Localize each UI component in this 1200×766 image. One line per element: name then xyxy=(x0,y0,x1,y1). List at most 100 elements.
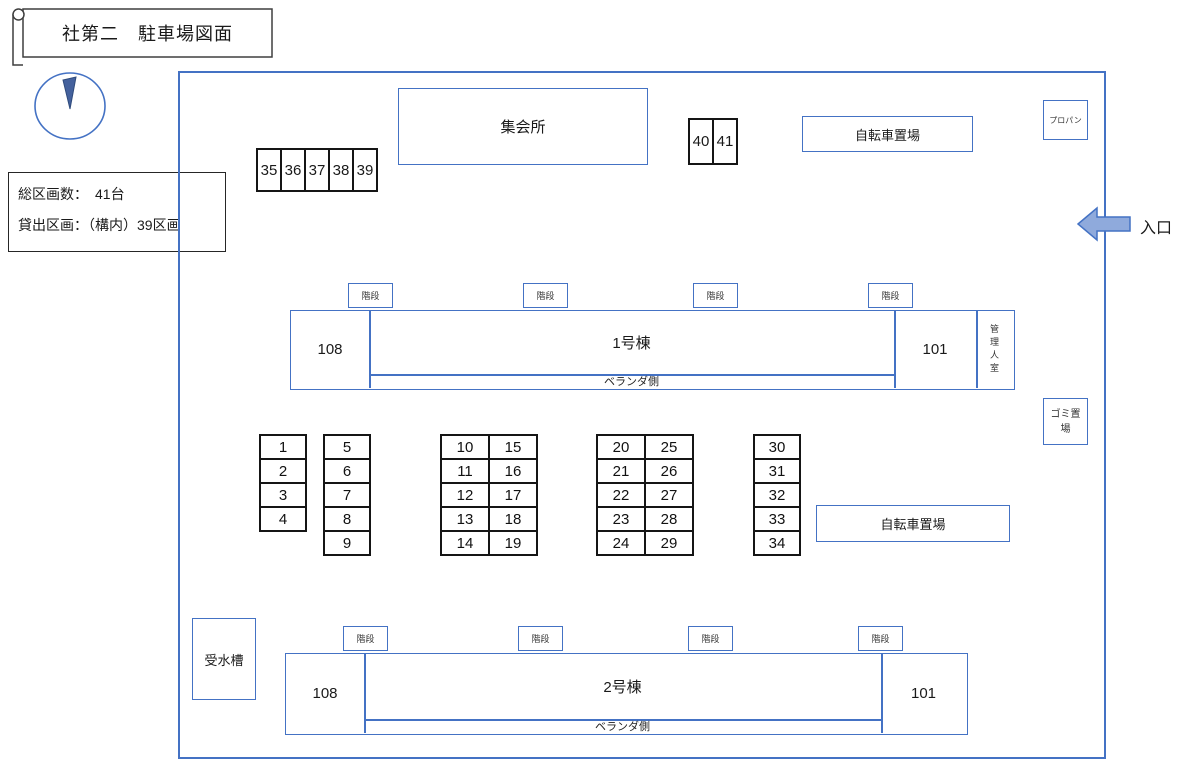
building-2-unit-108: 108 xyxy=(312,685,338,702)
parking-spot-8: 8 xyxy=(323,506,371,532)
spots-col-15-19: 15 16 17 18 19 xyxy=(488,434,538,556)
title-banner: 社第二 駐車場図面 xyxy=(8,4,276,66)
bicycle-parking-top-label: 自転車置場 xyxy=(854,127,920,143)
stairs-box-5: 階段 xyxy=(343,626,388,651)
info-rental-count: 貸出区画：（構内）39区画 xyxy=(18,217,181,233)
parking-spot-38: 38 xyxy=(328,148,354,192)
parking-spot-26: 26 xyxy=(644,458,694,484)
parking-spot-15: 15 xyxy=(488,434,538,460)
parking-spot-27: 27 xyxy=(644,482,694,508)
spots-row-35-39: 35 36 37 38 39 xyxy=(256,148,378,192)
entrance xyxy=(1076,204,1131,249)
parking-spot-9: 9 xyxy=(323,530,371,556)
parking-spot-4: 4 xyxy=(259,506,307,532)
entrance-arrow-icon xyxy=(1076,206,1131,242)
parking-spot-24: 24 xyxy=(596,530,646,556)
spots-col-10-14: 10 11 12 13 14 xyxy=(440,434,490,556)
stairs-box-1: 階段 xyxy=(348,283,393,308)
water-tank-label: 受水槽 xyxy=(204,652,244,668)
building-1-divider xyxy=(894,311,896,388)
stairs-box-3: 階段 xyxy=(693,283,738,308)
spots-grid-20-29: 20 21 22 23 24 25 26 27 28 29 xyxy=(596,434,694,556)
stairs-label: 階段 xyxy=(356,634,375,644)
parking-spot-12: 12 xyxy=(440,482,490,508)
parking-spot-7: 7 xyxy=(323,482,371,508)
parking-spot-23: 23 xyxy=(596,506,646,532)
garbage-label: ゴミ置場 xyxy=(1050,408,1081,435)
parking-spot-11: 11 xyxy=(440,458,490,484)
building-1-veranda-line xyxy=(369,374,894,376)
parking-spot-40: 40 xyxy=(688,118,714,165)
building-1-divider xyxy=(976,311,978,388)
parking-spot-20: 20 xyxy=(596,434,646,460)
bicycle-parking-top: 自転車置場 xyxy=(802,116,973,152)
spots-grid-10-19: 10 11 12 13 14 15 16 17 18 19 xyxy=(440,434,538,556)
meeting-hall: 集会所 xyxy=(398,88,648,165)
parking-spot-34: 34 xyxy=(753,530,801,556)
stairs-label: 階段 xyxy=(706,291,725,301)
garbage-box: ゴミ置場 xyxy=(1043,398,1088,445)
bicycle-parking-mid-label: 自転車置場 xyxy=(880,517,946,532)
scroll-banner-shape xyxy=(12,8,273,66)
propane-box: プロパン xyxy=(1043,100,1088,140)
building-1-divider xyxy=(369,311,371,388)
parking-spot-28: 28 xyxy=(644,506,694,532)
parking-spot-6: 6 xyxy=(323,458,371,484)
compass-icon xyxy=(34,72,106,140)
info-box: 総区画数： 41台 貸出区画：（構内）39区画 xyxy=(8,172,226,252)
parking-spot-31: 31 xyxy=(753,458,801,484)
compass xyxy=(33,71,109,148)
parking-spot-1: 1 xyxy=(259,434,307,460)
parking-spot-30: 30 xyxy=(753,434,801,460)
propane-label: プロパン xyxy=(1049,115,1082,125)
stairs-box-2: 階段 xyxy=(523,283,568,308)
spots-col-30-34: 30 31 32 33 34 xyxy=(753,434,801,556)
stairs-label: 階段 xyxy=(531,634,550,644)
building-1: 108 1号棟 ベランダ側 101 管理人室 xyxy=(290,310,1015,390)
building-1-name: 1号棟 xyxy=(612,335,651,352)
stairs-label: 階段 xyxy=(361,291,380,301)
parking-spot-18: 18 xyxy=(488,506,538,532)
spots-col-25-29: 25 26 27 28 29 xyxy=(644,434,694,556)
stairs-label: 階段 xyxy=(536,291,555,301)
parking-spot-10: 10 xyxy=(440,434,490,460)
stairs-box-7: 階段 xyxy=(688,626,733,651)
parking-spot-13: 13 xyxy=(440,506,490,532)
building-2-unit-101: 101 xyxy=(910,685,937,702)
building-2-veranda-label: ベランダ側 xyxy=(595,721,650,733)
spots-col-20-24: 20 21 22 23 24 xyxy=(596,434,646,556)
parking-spot-37: 37 xyxy=(304,148,330,192)
parking-spot-2: 2 xyxy=(259,458,307,484)
building-1-unit-101: 101 xyxy=(922,341,948,358)
parking-spot-25: 25 xyxy=(644,434,694,460)
parking-spot-41: 41 xyxy=(712,118,738,165)
building-1-veranda-label: ベランダ側 xyxy=(604,376,659,388)
parking-spot-32: 32 xyxy=(753,482,801,508)
stairs-box-6: 階段 xyxy=(518,626,563,651)
parking-spot-14: 14 xyxy=(440,530,490,556)
building-2-divider xyxy=(364,654,366,733)
parking-spot-16: 16 xyxy=(488,458,538,484)
parking-spot-17: 17 xyxy=(488,482,538,508)
parking-spot-35: 35 xyxy=(256,148,282,192)
building-2: 108 2号棟 ベランダ側 101 xyxy=(285,653,968,735)
building-2-divider xyxy=(881,654,883,733)
parking-spot-33: 33 xyxy=(753,506,801,532)
parking-spot-19: 19 xyxy=(488,530,538,556)
spots-col-5-9: 5 6 7 8 9 xyxy=(323,434,371,556)
stairs-label: 階段 xyxy=(881,291,900,301)
parking-spot-3: 3 xyxy=(259,482,307,508)
building-2-name: 2号棟 xyxy=(603,679,642,696)
parking-spot-22: 22 xyxy=(596,482,646,508)
spots-row-40-41: 40 41 xyxy=(688,118,738,165)
page-title: 社第二 駐車場図面 xyxy=(62,24,233,44)
parking-spot-36: 36 xyxy=(280,148,306,192)
parking-spot-39: 39 xyxy=(352,148,378,192)
building-2-veranda-line xyxy=(364,719,881,721)
stairs-label: 階段 xyxy=(871,634,890,644)
stairs-box-4: 階段 xyxy=(868,283,913,308)
stairs-box-8: 階段 xyxy=(858,626,903,651)
info-total-count: 総区画数： 41台 xyxy=(18,186,125,202)
bicycle-parking-mid: 自転車置場 xyxy=(816,505,1010,542)
